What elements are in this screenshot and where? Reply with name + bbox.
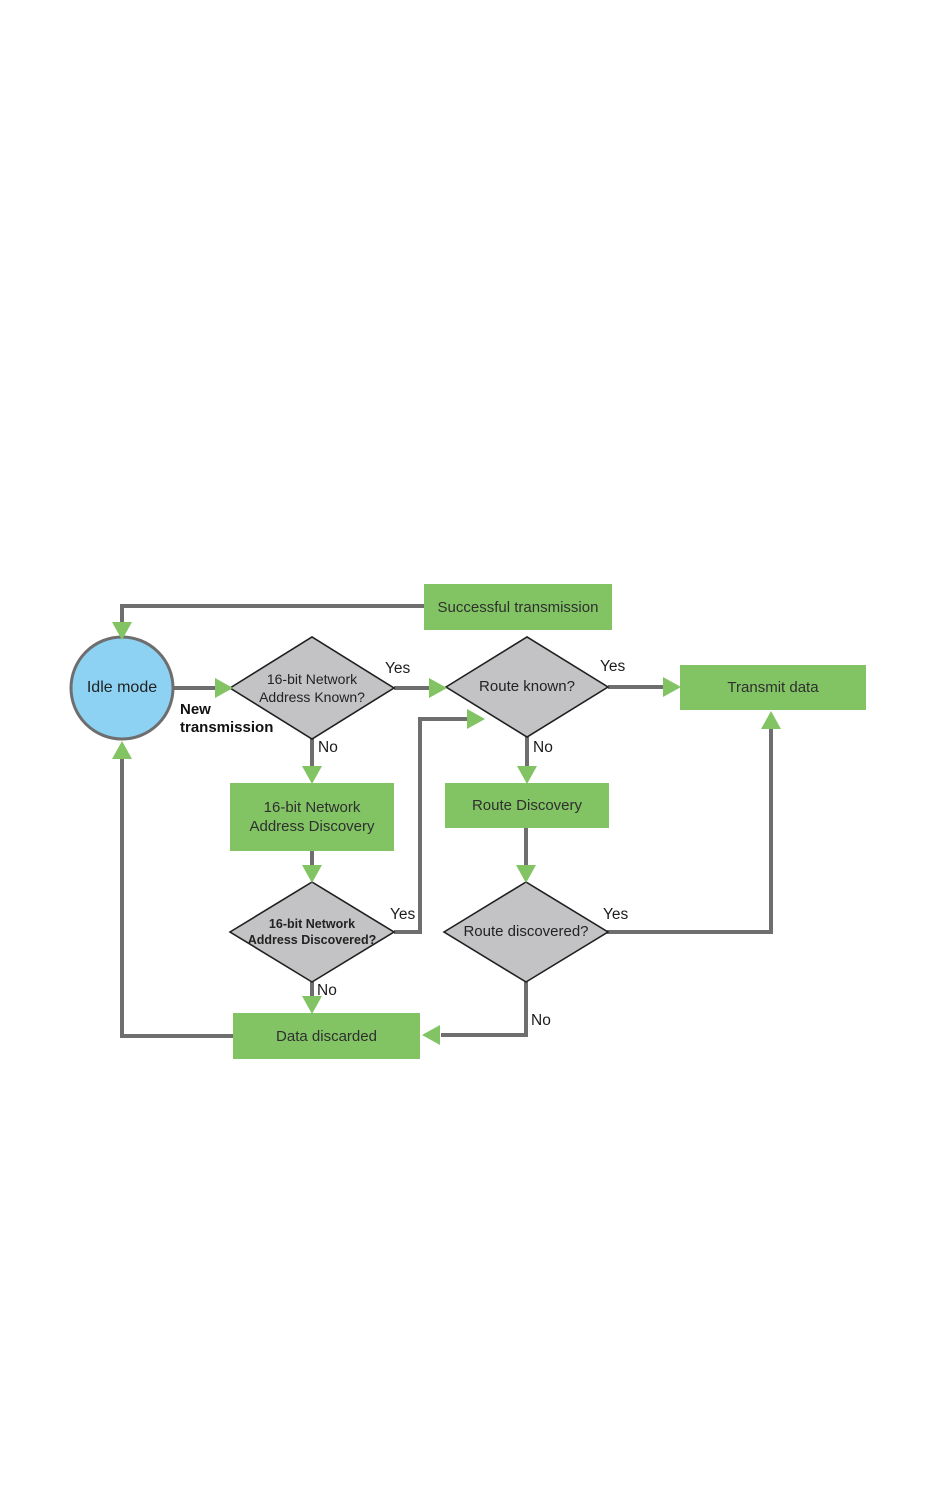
diamond-route-discovered <box>442 881 610 983</box>
node-idle-mode-label: Idle mode <box>86 679 158 696</box>
arrowhead-into-route-discovered <box>516 865 536 883</box>
edge-address-discovered-yes <box>394 717 468 934</box>
node-address-known-label: 16-bit Network Address Known? <box>232 660 392 716</box>
node-address-discovery: 16-bit Network Address Discovery <box>230 783 394 851</box>
node-route-discovery: Route Discovery <box>445 783 609 828</box>
arrowhead-into-data-discarded-top <box>302 996 322 1014</box>
edge-label-address-discovered-no: No <box>317 982 337 999</box>
diamond-route-known <box>444 636 610 738</box>
edge-label-route-discovered-yes: Yes <box>603 906 629 923</box>
node-transmit-data: Transmit data <box>680 665 866 710</box>
arrowhead-into-idle-bottom <box>112 741 132 759</box>
edge-successful-to-idle <box>120 604 424 623</box>
arrowhead-into-transmit-data-left <box>663 677 681 697</box>
arrowhead-into-address-discovery <box>302 766 322 784</box>
node-route-known-label: Route known? <box>479 678 575 695</box>
arrowhead-into-route-known <box>429 678 447 698</box>
diamond-address-known <box>228 636 396 740</box>
edge-label-new-transmission: New transmission <box>180 701 274 736</box>
node-transmit-data-label: Transmit data <box>727 679 819 696</box>
node-address-discovered-label-line1: 16-bit Network <box>268 917 356 931</box>
node-address-discovered-label-line2: Address Discovered? <box>247 933 377 947</box>
node-data-discarded: Data discarded <box>233 1013 420 1059</box>
edge-route-discovered-yes <box>607 728 773 934</box>
arrowhead-into-transmit-data-bottom <box>761 711 781 729</box>
node-address-known-label-line1: 16-bit Network <box>266 671 358 687</box>
node-address-known-label-line2: Address Known? <box>259 689 365 705</box>
node-route-discovery-label: Route Discovery <box>471 797 583 814</box>
node-address-discovery-label-line1: 16-bit Network <box>263 799 361 816</box>
node-successful-transmission: Successful transmission <box>424 584 612 630</box>
arrowhead-into-route-discovery <box>517 766 537 784</box>
arrowhead-into-address-known <box>215 678 233 698</box>
edge-label-address-known-no: No <box>318 739 338 756</box>
node-address-discovered-label: 16-bit Network Address Discovered? <box>232 906 392 958</box>
arrowhead-into-address-discovered <box>302 865 322 883</box>
node-route-discovered-label: Route discovered? <box>463 923 589 940</box>
edge-label-address-known-yes: Yes <box>385 660 411 677</box>
arrowhead-into-idle-top <box>112 622 132 640</box>
diamond-address-discovered <box>228 881 396 983</box>
edge-label-address-discovered-yes: Yes <box>390 906 416 923</box>
arrowhead-into-data-discarded-right <box>422 1025 440 1045</box>
edge-discarded-to-idle <box>120 758 233 1038</box>
arrowhead-into-route-known-lower-left <box>467 709 485 729</box>
node-address-discovery-label-line2: Address Discovery <box>249 818 375 835</box>
edge-label-route-discovered-no: No <box>531 1012 551 1029</box>
edge-label-route-known-no: No <box>533 739 553 756</box>
node-data-discarded-label: Data discarded <box>276 1027 377 1045</box>
edge-route-discovered-no <box>441 982 528 1037</box>
node-successful-transmission-label: Successful transmission <box>437 598 599 616</box>
edge-label-route-known-yes: Yes <box>600 658 626 675</box>
